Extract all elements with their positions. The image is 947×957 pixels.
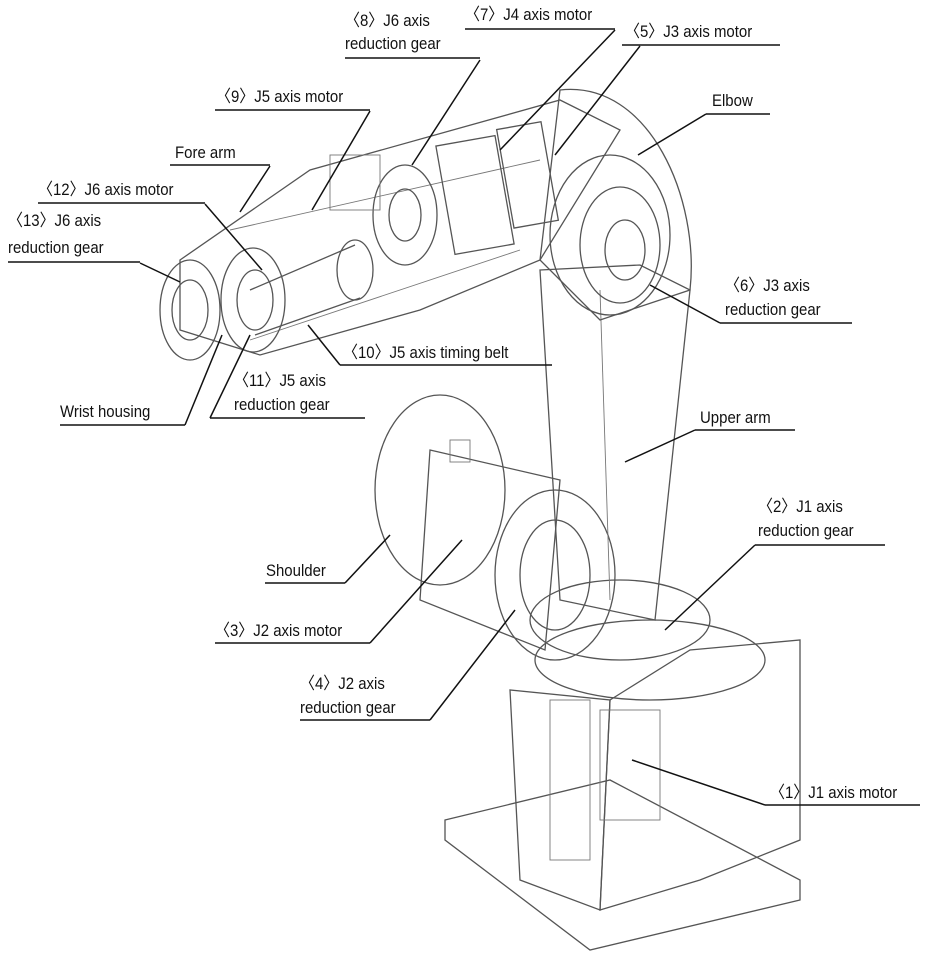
- leader-lines: [8, 28, 920, 806]
- label-j5-motor: 〈9〉J5 axis motor: [216, 87, 344, 106]
- label-j5-reduction-gear-line2: reduction gear: [234, 395, 330, 414]
- label-j3-reduction-gear-line2: reduction gear: [725, 300, 821, 319]
- shoulder-part: [374, 394, 711, 661]
- label-j2-motor: 〈3〉J2 axis motor: [215, 621, 343, 640]
- label-j5-reduction-gear: 〈11〉J5 axis: [234, 371, 327, 390]
- label-j2-reduction-gear-line2: reduction gear: [300, 698, 396, 717]
- forearm-part: [179, 99, 621, 356]
- base: [444, 619, 801, 951]
- label-j4-motor: 〈7〉J4 axis motor: [465, 5, 593, 24]
- label-j3-motor: 〈5〉J3 axis motor: [625, 22, 753, 41]
- wrist-part: [159, 247, 286, 361]
- label-elbow: Elbow: [712, 91, 753, 110]
- label-j2-reduction-gear: 〈4〉J2 axis: [300, 674, 385, 693]
- label-j6-reduction-gear-8-line2: reduction gear: [345, 34, 441, 53]
- label-j6-reduction-gear-13-line2: reduction gear: [8, 238, 104, 257]
- label-upper-arm: Upper arm: [700, 408, 771, 427]
- label-j3-reduction-gear: 〈6〉J3 axis: [725, 276, 810, 295]
- label-j1-reduction-gear-line2: reduction gear: [758, 521, 854, 540]
- label-j6-reduction-gear-8: 〈8〉J6 axis: [345, 11, 430, 30]
- label-j1-reduction-gear: 〈2〉J1 axis: [758, 497, 843, 516]
- label-fore-arm: Fore arm: [175, 143, 236, 162]
- label-shoulder: Shoulder: [266, 561, 326, 580]
- label-j6-motor: 〈12〉J6 axis motor: [38, 180, 174, 199]
- label-wrist-housing: Wrist housing: [60, 402, 151, 421]
- label-j1-motor: 〈1〉J1 axis motor: [770, 783, 898, 802]
- label-j5-timing-belt: 〈10〉J5 axis timing belt: [343, 343, 509, 362]
- label-j6-reduction-gear-13: 〈13〉J6 axis: [8, 211, 102, 230]
- elbow-part: [539, 88, 692, 321]
- upper-arm-part: [539, 264, 691, 621]
